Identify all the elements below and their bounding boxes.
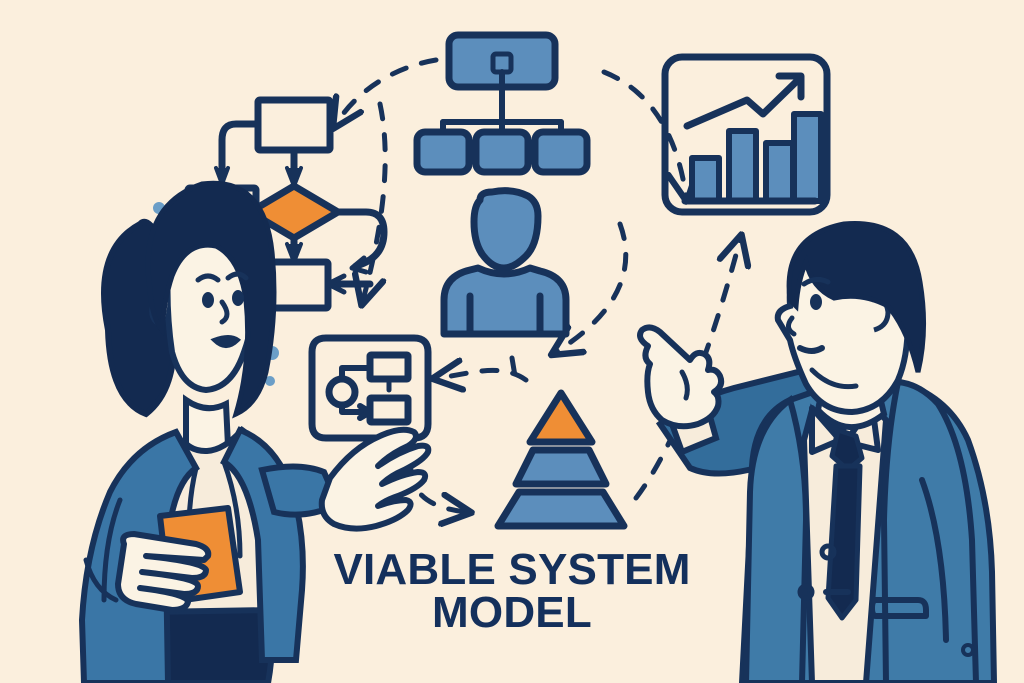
dot-4: [265, 376, 275, 386]
icon-pyramid[interactable]: [494, 389, 628, 530]
figure-woman[interactable]: [78, 180, 432, 683]
man-jacket-sleeve-seam: [919, 477, 949, 643]
connector-org-to-chart: [601, 69, 686, 196]
man-nose: [786, 315, 797, 337]
bar-1: [689, 155, 722, 204]
connector-flowchart-down: [363, 101, 388, 300]
connector-chart-to-pyramid: [556, 221, 629, 352]
flowchart-arrow-to-bottom: [285, 242, 303, 264]
bar-3: [763, 140, 796, 204]
avatar-torso: [440, 264, 570, 338]
flowchart-loop-arrow: [349, 255, 369, 275]
icon-org-chart[interactable]: [413, 31, 591, 176]
process-rect-node-bottom: [366, 394, 412, 426]
man-jacket-button-1: [819, 543, 837, 561]
woman-hair-front: [145, 180, 277, 419]
org-child-node-2: [472, 128, 532, 176]
woman-lapel-right: [221, 459, 243, 559]
woman-eyebrow-near: [195, 273, 221, 283]
pyramid-tier-apex: [526, 389, 596, 446]
icon-bar-chart[interactable]: [661, 53, 831, 216]
bar-chart-frame: [661, 53, 831, 216]
man-jacket-pocket: [869, 597, 929, 619]
connector-center-tick: [509, 355, 519, 385]
org-child-node-3: [531, 128, 591, 176]
connector-org-to-flowchart: [336, 57, 439, 124]
man-jacket-button-2: [797, 583, 815, 601]
pyramid-tier-base: [494, 488, 628, 530]
man-mouth: [797, 345, 825, 354]
process-circle-node: [325, 375, 359, 409]
man-lapel-left: [742, 395, 810, 683]
woman-open-hand: [318, 426, 432, 532]
man-lapel-right: [880, 378, 980, 683]
bar-2: [726, 128, 759, 204]
figure-man[interactable]: [637, 220, 998, 683]
process-arrow-head: [357, 403, 373, 421]
man-pointing-hand: [637, 324, 725, 430]
flowchart-box-top: [254, 96, 334, 154]
trend-arrow-head: [775, 72, 805, 101]
process-rect-node-top: [366, 351, 412, 383]
woman-sleeve-fold: [83, 557, 119, 603]
bar-4: [791, 111, 824, 204]
woman-blazer-seam: [101, 497, 123, 603]
icon-user-avatar[interactable]: [440, 187, 570, 338]
org-child-node-1: [413, 128, 473, 176]
woman-eyebrow-far: [225, 271, 249, 281]
avatar-head: [470, 187, 542, 272]
process-link-circle-to-bottom: [339, 402, 369, 415]
woman-holding-hand: [115, 531, 212, 613]
trend-line: [683, 75, 803, 130]
woman-eye-near: [202, 292, 214, 308]
connector-center-to-process: [438, 370, 529, 380]
man-tie: [825, 463, 863, 621]
woman-nose: [219, 299, 230, 325]
man-chin-line: [809, 367, 859, 390]
flowchart-loop: [334, 208, 388, 270]
pyramid-tier-middle: [512, 446, 610, 488]
man-eyebrow: [801, 276, 831, 287]
flowchart-link-top-left: [218, 120, 262, 180]
man-hair: [786, 220, 927, 373]
man-cuff-button: [961, 643, 975, 657]
flowchart-arrow-in-bottom: [325, 273, 347, 295]
process-link-circle-to-top: [339, 365, 373, 382]
woman-eye-far: [232, 290, 244, 306]
man-eye: [810, 294, 822, 310]
woman-mouth: [210, 335, 242, 348]
man-thumb-crease: [679, 369, 690, 401]
